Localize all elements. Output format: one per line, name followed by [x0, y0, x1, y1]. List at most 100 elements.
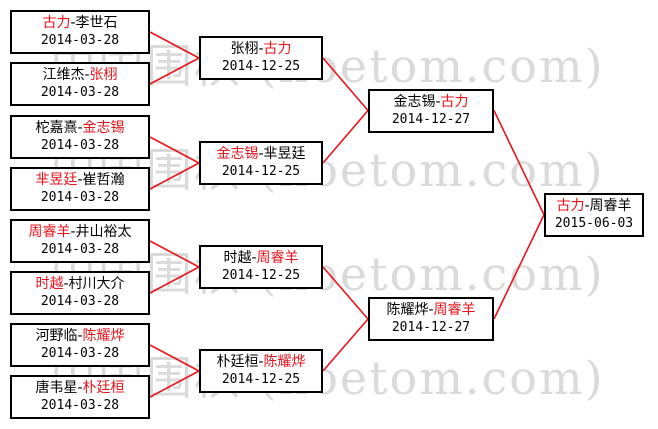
match-date: 2014-03-28 — [40, 85, 120, 100]
player-name: 陈耀烨 — [263, 354, 306, 370]
bracket-connector-line — [322, 109, 369, 164]
separator-dash: - — [258, 354, 264, 370]
player-name: 河野临 — [35, 328, 78, 344]
match-date: 2014-03-28 — [40, 398, 120, 413]
player-name: 李世石 — [75, 15, 118, 31]
player-name: 柁嘉熹 — [35, 120, 78, 136]
match-date: 2014-12-25 — [221, 372, 301, 387]
separator-dash: - — [77, 172, 83, 188]
match-players: 时越-周睿羊 — [201, 249, 321, 267]
match-box: 江维杰-张栩 2014-03-28 — [10, 62, 150, 106]
bracket-connector-line — [493, 214, 545, 320]
player-name: 井山裕太 — [75, 224, 132, 240]
match-date: 2014-12-27 — [391, 320, 471, 335]
player-name: 周睿羊 — [256, 250, 299, 266]
match-date: 2014-03-28 — [40, 294, 120, 309]
player-name: 古力 — [556, 197, 585, 214]
bracket-connector-line — [149, 57, 200, 85]
player-name: 时越 — [35, 276, 64, 292]
bracket-connector-line — [149, 31, 200, 59]
bracket-connector-line — [322, 57, 369, 112]
separator-dash: - — [251, 250, 257, 266]
match-date: 2014-03-28 — [40, 138, 120, 153]
match-box: 古力-李世石 2014-03-28 — [10, 10, 150, 54]
match-date: 2014-03-28 — [40, 33, 120, 48]
separator-dash: - — [258, 41, 264, 57]
separator-dash: - — [584, 197, 590, 214]
match-date: 2014-12-25 — [221, 268, 301, 283]
match-players: 张栩-古力 — [201, 40, 321, 58]
player-name: 周睿羊 — [28, 224, 71, 240]
separator-dash: - — [77, 120, 83, 136]
player-name: 古力 — [263, 41, 292, 57]
separator-dash: - — [70, 15, 76, 31]
match-date: 2015-06-03 — [554, 215, 634, 231]
separator-dash: - — [70, 224, 76, 240]
separator-dash: - — [63, 276, 69, 292]
player-name: 唐韦星 — [35, 380, 78, 396]
separator-dash: - — [258, 146, 264, 162]
player-name: 时越 — [223, 250, 252, 266]
player-name: 江维杰 — [42, 67, 85, 83]
player-name: 村川大介 — [68, 276, 125, 292]
player-name: 陈耀烨 — [386, 302, 429, 318]
player-name: 陈耀烨 — [82, 328, 125, 344]
bracket-connector-line — [149, 162, 200, 190]
bracket-connector-line — [149, 136, 200, 164]
match-players: 朴廷桓-陈耀烨 — [201, 353, 321, 371]
player-name: 周睿羊 — [589, 197, 632, 214]
match-players: 古力-周睿羊 — [546, 197, 642, 215]
player-name: 张栩 — [89, 67, 118, 83]
bracket-connector-line — [149, 344, 200, 372]
bracket-connector-line — [322, 318, 369, 372]
separator-dash: - — [84, 67, 90, 83]
bracket-connector-line — [493, 110, 545, 216]
player-name: 朴廷桓 — [82, 380, 125, 396]
player-name: 崔哲瀚 — [82, 172, 125, 188]
match-players: 芈昱廷-崔哲瀚 — [12, 171, 148, 189]
player-name: 古力 — [42, 15, 71, 31]
separator-dash: - — [77, 328, 83, 344]
match-date: 2014-12-25 — [221, 59, 301, 74]
match-players: 金志锡-古力 — [370, 93, 492, 111]
match-date: 2014-03-28 — [40, 346, 120, 361]
match-players: 周睿羊-井山裕太 — [12, 223, 148, 241]
match-players: 柁嘉熹-金志锡 — [12, 119, 148, 137]
bracket-connector-line — [149, 240, 200, 268]
player-name: 芈昱廷 — [35, 172, 78, 188]
match-date: 2014-12-25 — [221, 164, 301, 179]
match-players: 时越-村川大介 — [12, 275, 148, 293]
player-name: 周睿羊 — [433, 302, 476, 318]
player-name: 古力 — [440, 93, 469, 110]
player-name: 芈昱廷 — [263, 146, 306, 162]
separator-dash: - — [428, 302, 434, 318]
match-players: 陈耀烨-周睿羊 — [370, 301, 492, 319]
bracket-connector-line — [149, 266, 200, 294]
match-date: 2014-03-28 — [40, 242, 120, 257]
separator-dash: - — [435, 93, 441, 110]
match-players: 金志锡-芈昱廷 — [201, 145, 321, 163]
player-name: 金志锡 — [216, 146, 259, 162]
player-name: 张栩 — [230, 41, 259, 57]
bracket-connector-line — [149, 370, 200, 398]
match-date: 2014-03-28 — [40, 190, 120, 205]
separator-dash: - — [77, 380, 83, 396]
player-name: 金志锡 — [82, 120, 125, 136]
match-players: 河野临-陈耀烨 — [12, 327, 148, 345]
match-players: 唐韦星-朴廷桓 — [12, 379, 148, 397]
player-name: 朴廷桓 — [216, 354, 259, 370]
